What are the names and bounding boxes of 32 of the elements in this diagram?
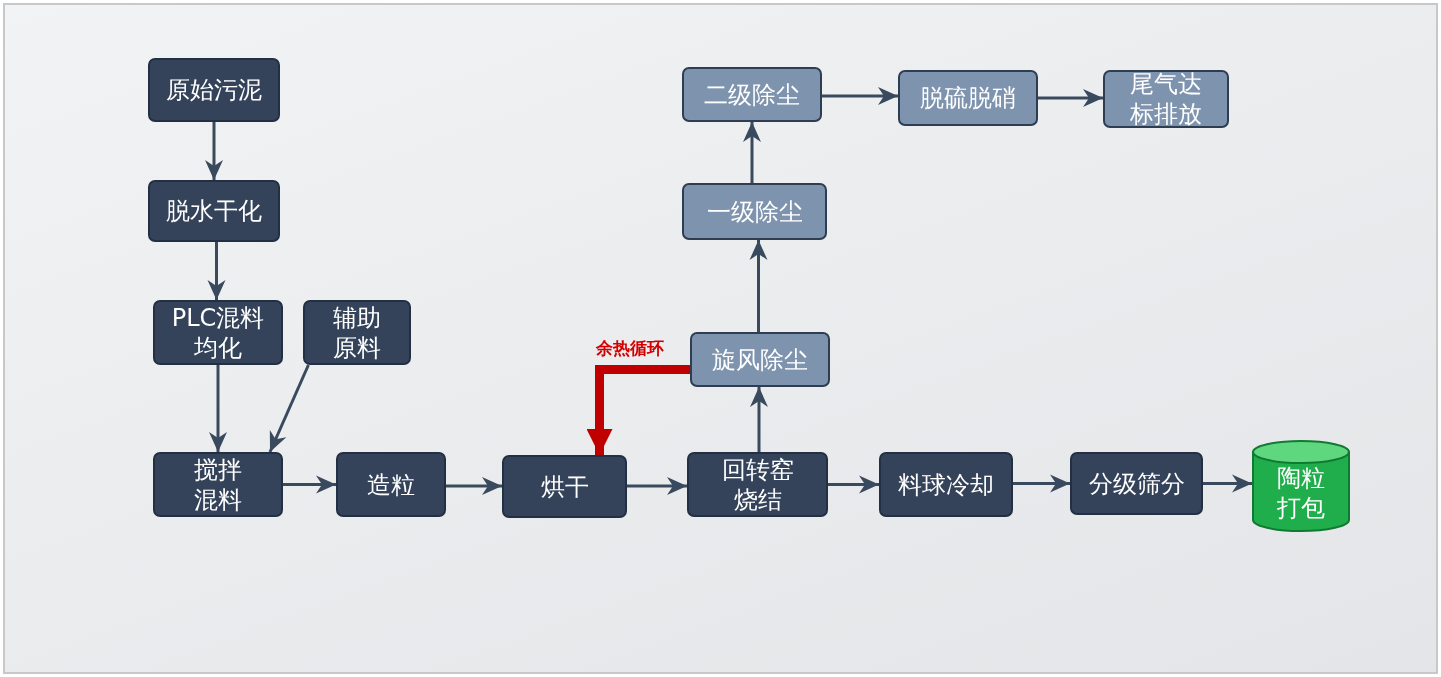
arrow [627,477,687,495]
arrow [750,387,768,452]
process-box: 烘干 [502,455,627,518]
process-box: 尾气达标排放 [1103,70,1229,128]
edge-label: 余热循环 [594,337,665,361]
arrow [828,475,879,494]
arrow [268,364,310,453]
arrow [446,477,502,495]
process-box: 搅拌混料 [153,452,283,517]
process-box: 辅助原料 [303,300,411,365]
arrow [743,122,761,183]
arrow [283,475,336,494]
process-box: 旋风除尘 [690,332,830,387]
process-box: 脱硫脱硝 [898,70,1038,126]
process-box: 回转窑烧结 [687,452,828,517]
arrow [586,364,690,455]
arrow [749,240,768,332]
arrow [207,242,226,300]
process-box: 原始污泥 [148,58,280,122]
arrow [205,122,223,180]
arrow [1038,89,1103,107]
process-box: 一级除尘 [682,183,827,240]
process-box: 脱水干化 [148,180,280,242]
process-box: 二级除尘 [682,67,822,122]
process-box: 造粒 [336,452,446,517]
arrow [1203,474,1252,493]
process-box: 分级筛分 [1070,452,1203,515]
process-box: PLC混料均化 [153,300,283,365]
arrow [1013,474,1070,493]
process-box: 料球冷却 [879,452,1013,517]
arrow [209,365,227,452]
arrow [822,87,898,105]
